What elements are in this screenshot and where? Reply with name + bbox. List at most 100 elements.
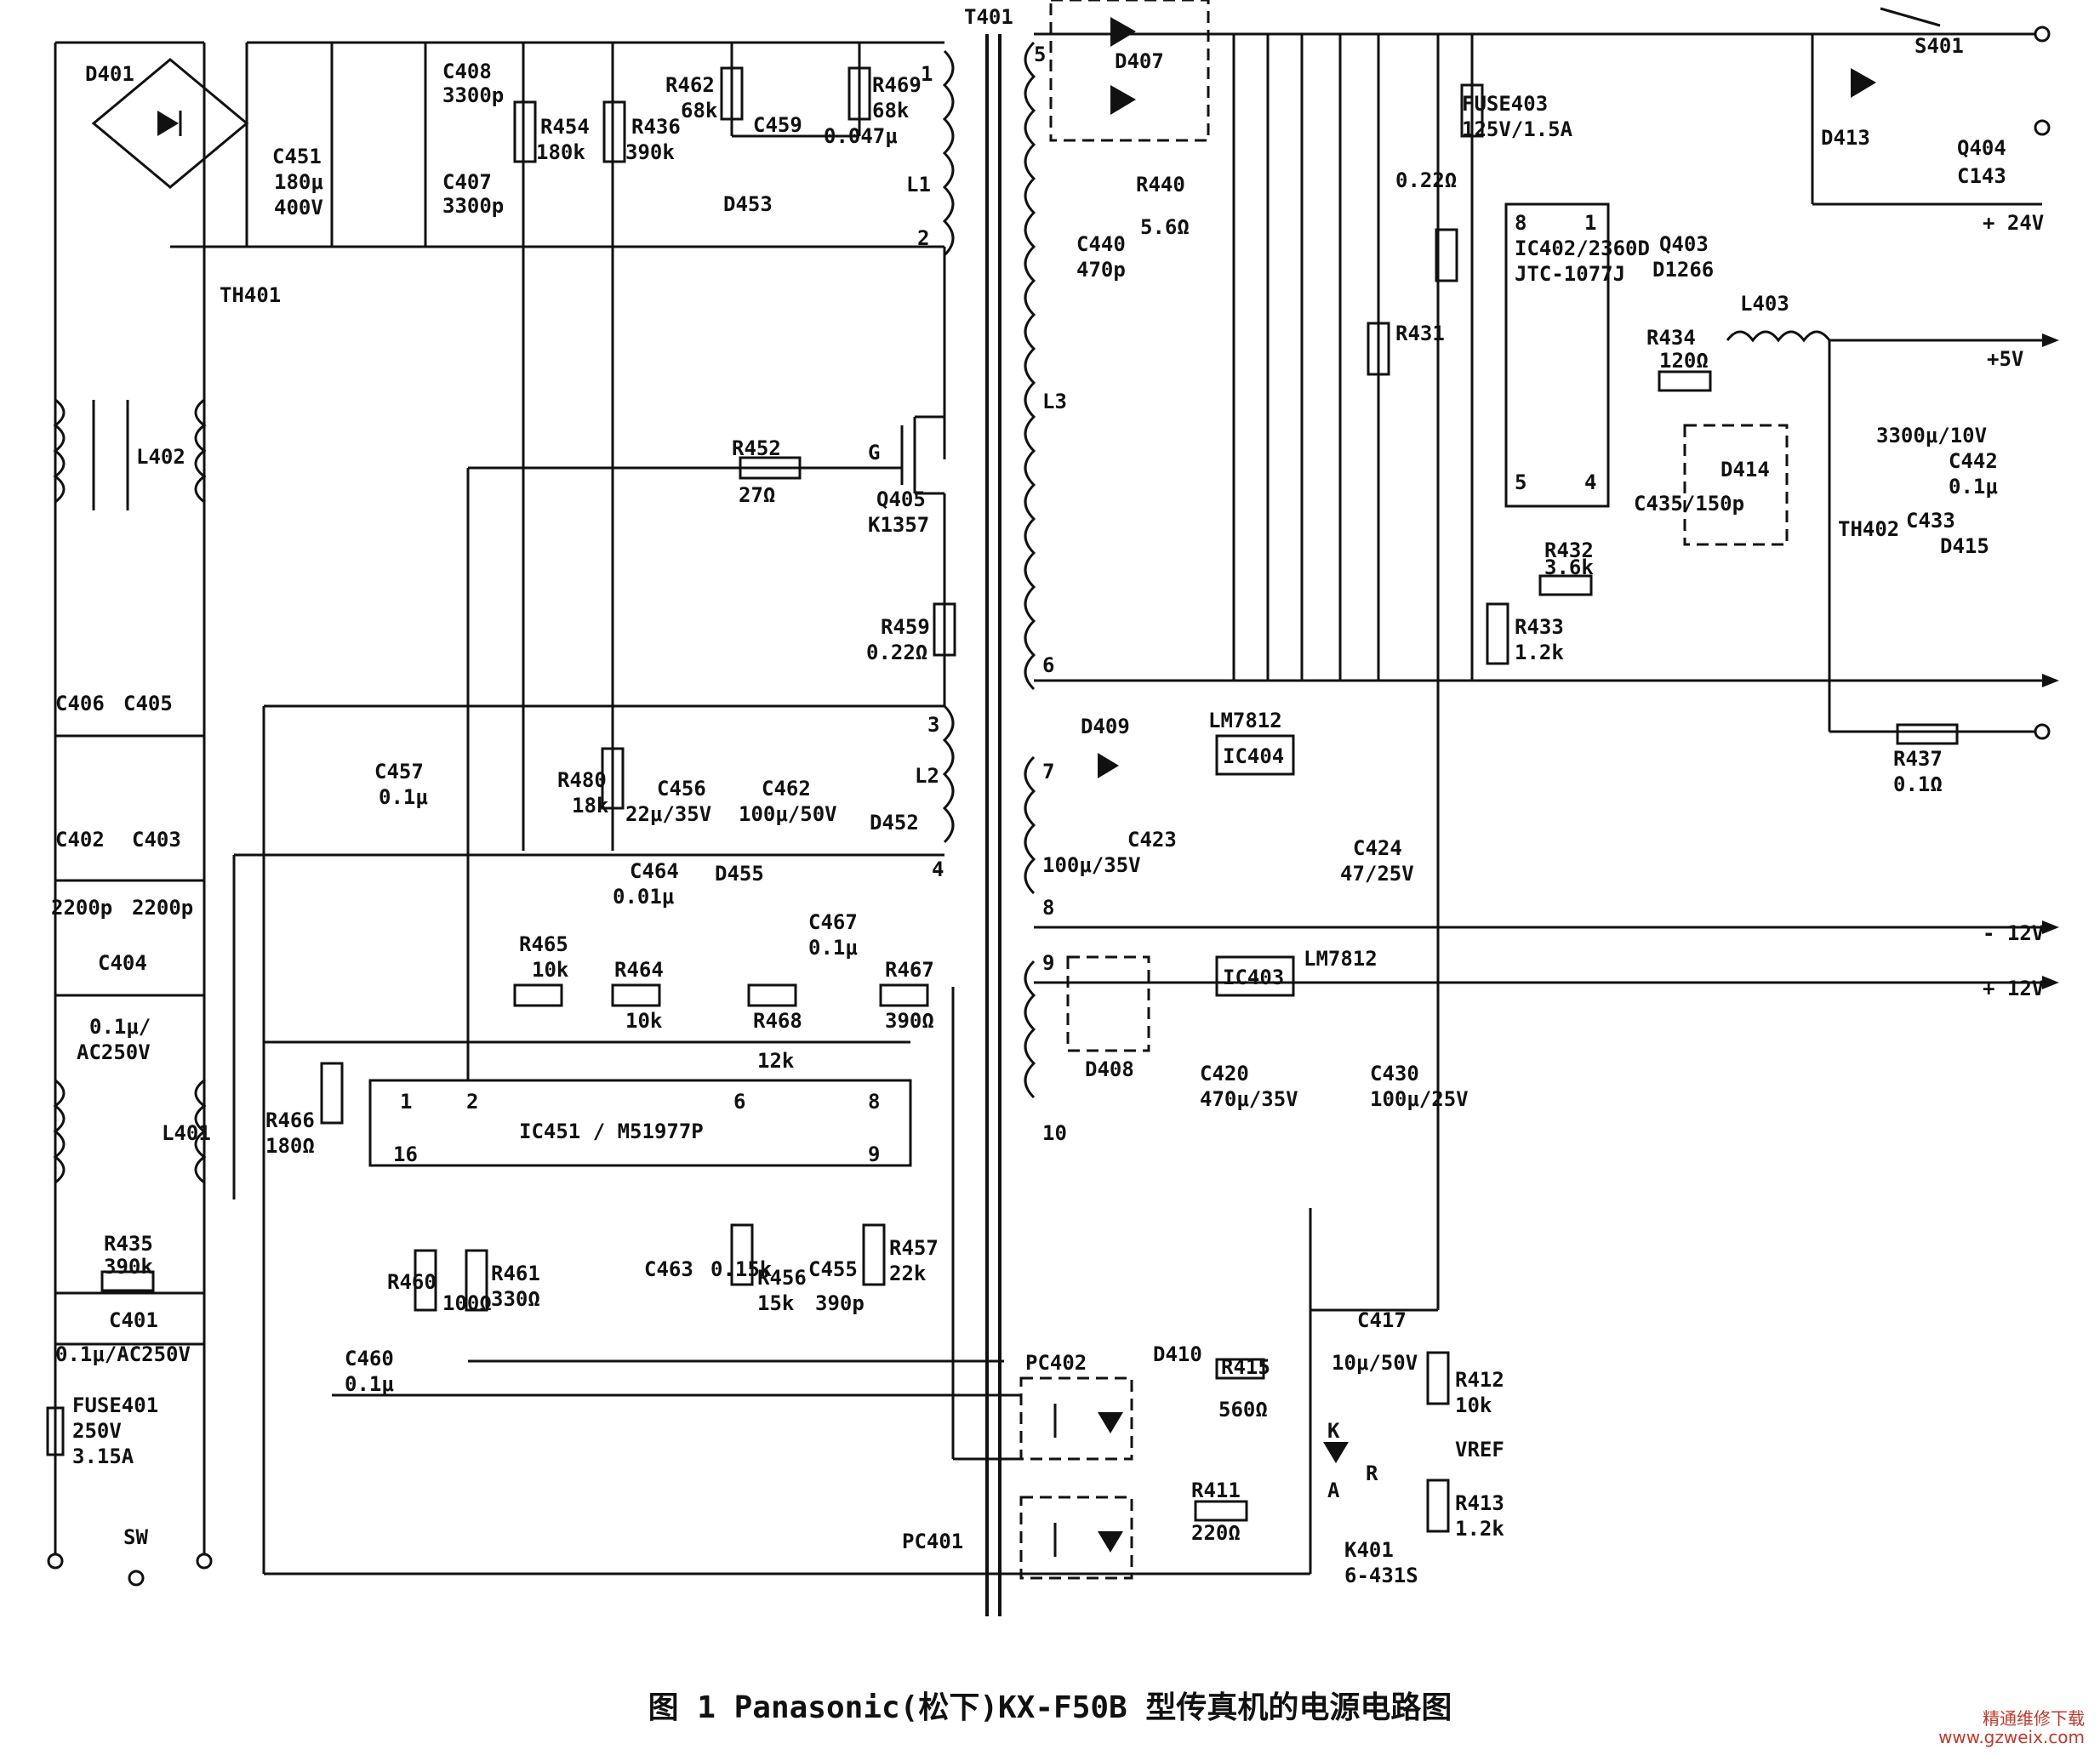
label-d401: D401	[85, 62, 134, 86]
label-sw: SW	[123, 1525, 148, 1549]
label-th401: TH401	[220, 283, 281, 307]
label-c403: C403	[132, 828, 181, 852]
label-c424-value: 47/25V	[1340, 862, 1414, 886]
label-c404-rating: AC250V	[77, 1040, 151, 1064]
label-r480-value: 18k	[572, 794, 609, 818]
label-c457: C457	[374, 760, 424, 783]
labels: D401 TH401 C451 180μ 400V C408 3300p C40…	[51, 5, 2044, 1587]
label-c442: C442	[1949, 449, 1998, 473]
label-r415: R415	[1221, 1355, 1270, 1379]
label-c420: C420	[1200, 1062, 1249, 1085]
label-c464-value: 0.01μ	[613, 885, 674, 909]
label-t401-pin4: 4	[932, 858, 944, 881]
label-r462: R462	[665, 73, 715, 97]
label-q403-type: D1266	[1652, 258, 1714, 282]
label-c143: C143	[1957, 164, 2006, 188]
r457-resistor	[862, 1223, 886, 1286]
label-ic402-pin4: 4	[1584, 470, 1596, 494]
bridge-rectifier	[91, 58, 249, 189]
label-r466: R466	[265, 1108, 315, 1132]
label-th402: TH402	[1838, 517, 1899, 541]
label-t401: T401	[964, 5, 1013, 29]
label-r436-value: 390k	[625, 140, 675, 164]
label-ic451-pin1: 1	[400, 1090, 412, 1114]
label-c440-value: 470p	[1076, 258, 1126, 282]
label-ic402-part: JTC-1077J	[1515, 262, 1625, 286]
label-c462: C462	[762, 777, 811, 801]
label-r459: R459	[881, 615, 930, 639]
label-r461-value: 330Ω	[491, 1287, 540, 1311]
label-r411: R411	[1191, 1479, 1241, 1502]
l401-choke	[53, 1079, 207, 1184]
label-output-24v: + 24V	[1983, 211, 2044, 235]
r468-resistor	[747, 983, 797, 1007]
r411-resistor	[1194, 1500, 1248, 1522]
label-c420-value: 470μ/35V	[1200, 1087, 1298, 1111]
label-output-12v: + 12V	[1983, 977, 2044, 1000]
label-q405: Q405	[876, 487, 926, 511]
label-r415-value: 560Ω	[1218, 1398, 1268, 1422]
label-c408: C408	[442, 60, 492, 83]
label-t401-pin1: 1	[921, 62, 933, 86]
label-d415: D415	[1940, 534, 1989, 558]
label-c433-value: 3300μ/10V	[1876, 424, 1987, 447]
label-r435-value: 390k	[104, 1255, 153, 1279]
label-r440-value: 5.6Ω	[1140, 215, 1190, 239]
fuse401	[46, 1406, 65, 1456]
label-d452: D452	[870, 811, 919, 835]
label-k401-cathode: K	[1327, 1419, 1340, 1443]
label-d409: D409	[1081, 715, 1130, 738]
label-c462-value: 100μ/50V	[739, 802, 837, 826]
l403-inductor	[1726, 330, 1831, 343]
label-r454: R454	[540, 115, 590, 139]
r432-resistor	[1538, 574, 1593, 596]
label-d410: D410	[1153, 1342, 1202, 1366]
figure-caption: 图 1 Panasonic(松下)KX-F50B 型传真机的电源电路图	[648, 1690, 1452, 1725]
label-ic404: IC404	[1223, 744, 1284, 768]
r412-resistor	[1426, 1351, 1450, 1405]
label-r413-value: 1.2k	[1455, 1517, 1504, 1541]
label-c433: C433	[1906, 509, 1955, 533]
r441-resistor	[1367, 322, 1390, 376]
label-c463: C463	[644, 1257, 693, 1281]
label-r469-value: 68k	[872, 99, 910, 123]
label-c455: C455	[808, 1257, 858, 1281]
label-c459: C459	[753, 113, 802, 137]
label-c435: C435/150p	[1634, 492, 1744, 516]
label-c402: C402	[55, 828, 105, 852]
label-output-5v: +5V	[1987, 347, 2023, 371]
r435-resistor	[100, 1270, 155, 1292]
r459-resistor	[933, 602, 956, 657]
label-t401-pin10: 10	[1042, 1121, 1067, 1145]
r437-resistor	[1896, 723, 1959, 745]
label-d413: D413	[1821, 126, 1870, 150]
r456-resistor	[730, 1223, 754, 1286]
label-c467-value: 0.1μ	[808, 936, 858, 960]
label-c404: C404	[98, 951, 147, 975]
label-t401-pin9: 9	[1042, 951, 1054, 975]
label-ic402-pin8: 8	[1515, 211, 1526, 235]
label-r437: R437	[1893, 747, 1943, 771]
r413-resistor	[1426, 1479, 1450, 1533]
label-c430: C430	[1370, 1062, 1419, 1085]
label-t401-pin3: 3	[927, 713, 939, 737]
watermark: 精通维修下载 www.gzweix.com	[1938, 1709, 2085, 1746]
r454-resistor	[513, 100, 537, 163]
label-c451: C451	[272, 145, 322, 168]
label-c407: C407	[442, 170, 492, 194]
label-output-minus-12v: - 12V	[1983, 921, 2044, 945]
label-pc401: PC401	[902, 1530, 963, 1553]
l402-choke	[53, 398, 207, 504]
label-r436: R436	[631, 115, 681, 139]
label-ic451-pin8: 8	[868, 1090, 880, 1114]
label-l2: L2	[915, 764, 939, 788]
r466-resistor	[320, 1062, 344, 1125]
r461-resistor	[465, 1249, 488, 1312]
label-c408-value: 3300p	[442, 83, 504, 107]
label-r432-value: 3.6k	[1544, 556, 1594, 579]
label-c457-value: 0.1μ	[379, 785, 428, 809]
r415-resistor	[1215, 1358, 1265, 1380]
label-c430-value: 100μ/25V	[1370, 1087, 1469, 1111]
watermark-url: www.gzweix.com	[1938, 1727, 2085, 1747]
wiring	[46, 0, 2059, 1616]
